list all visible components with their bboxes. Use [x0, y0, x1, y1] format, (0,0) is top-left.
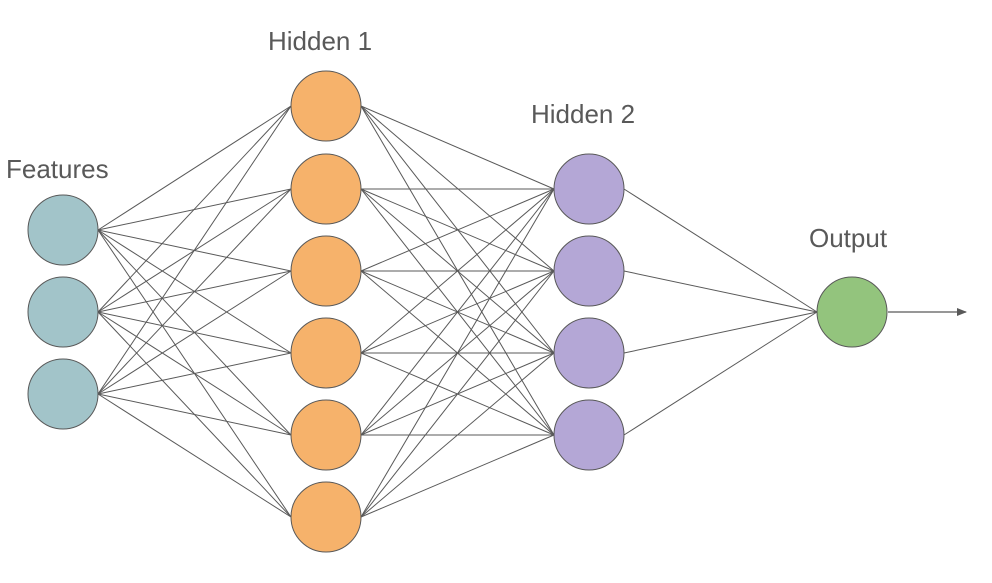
features-node-3	[27, 358, 99, 430]
hidden1-node-1	[290, 70, 362, 142]
edge-features-3-to-hidden1-3	[97, 270, 292, 395]
edge-features-3-to-hidden1-6	[97, 393, 292, 518]
edge-hidden1-6-to-hidden2-2	[360, 270, 555, 518]
hidden1-node-2	[290, 153, 362, 225]
edge-hidden1-1-to-hidden2-1	[360, 105, 555, 190]
output-node-1	[816, 276, 888, 348]
edge-hidden2-2-to-output-1	[623, 270, 818, 313]
edge-hidden1-5-to-hidden2-1	[360, 188, 555, 436]
hidden2-node-1	[553, 153, 625, 225]
edge-features-1-to-hidden1-1	[97, 105, 292, 231]
hidden1-node-6	[290, 481, 362, 553]
network-nodes	[27, 70, 888, 553]
features-node-1	[27, 194, 99, 266]
edge-hidden1-6-to-hidden2-4	[360, 434, 555, 518]
edge-features-2-to-hidden1-1	[97, 105, 292, 313]
edge-features-3-to-hidden1-2	[97, 188, 292, 395]
features-node-2	[27, 276, 99, 348]
hidden1-node-4	[290, 317, 362, 389]
edge-features-3-to-hidden1-1	[97, 105, 292, 395]
edge-features-3-to-hidden1-4	[97, 352, 292, 395]
features-label: Features	[6, 154, 109, 184]
hidden2-node-2	[553, 235, 625, 307]
edge-hidden1-6-to-hidden2-1	[360, 188, 555, 518]
edge-hidden1-3-to-hidden2-1	[360, 188, 555, 272]
hidden2-node-3	[553, 317, 625, 389]
connection-edges	[97, 105, 818, 518]
hidden-1-label: Hidden 1	[268, 26, 373, 56]
hidden1-node-5	[290, 399, 362, 471]
hidden-2-label: Hidden 2	[531, 99, 636, 129]
edge-hidden2-3-to-output-1	[623, 311, 818, 354]
hidden1-node-3	[290, 235, 362, 307]
edge-hidden2-4-to-output-1	[623, 311, 818, 436]
edge-hidden1-4-to-hidden2-1	[360, 188, 555, 354]
hidden2-node-4	[553, 399, 625, 471]
edge-features-3-to-hidden1-5	[97, 393, 292, 436]
output-label: Output	[809, 223, 888, 253]
edge-hidden2-1-to-output-1	[623, 188, 818, 313]
edge-hidden1-6-to-hidden2-3	[360, 352, 555, 518]
